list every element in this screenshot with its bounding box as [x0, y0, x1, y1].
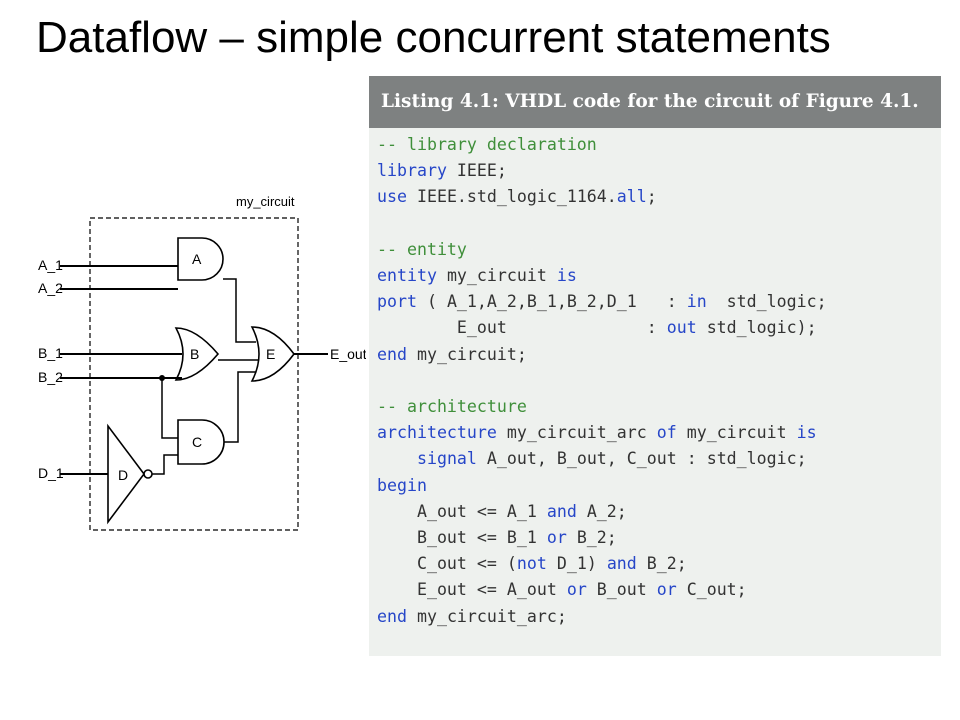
code-text: E_out : — [377, 318, 667, 338]
code-text — [377, 449, 417, 468]
code-keyword: architecture — [377, 423, 497, 443]
code-text: my_circuit — [436, 266, 557, 286]
code-line: begin — [377, 473, 941, 499]
not-d-bubble — [143, 469, 153, 479]
code-keyword: and — [606, 554, 637, 574]
code-text: D_1) — [546, 554, 607, 574]
code-text: A_2; — [576, 501, 627, 521]
code-text: my_circuit_arc; — [406, 606, 567, 626]
code-text: my_circuit_arc — [496, 423, 657, 443]
code-text: C_out <= ( — [377, 554, 517, 574]
code-line: ​ — [377, 368, 941, 394]
code-text: IEEE; — [446, 161, 507, 181]
code-text: B_out <= B_1 — [377, 528, 547, 548]
code-line: ​ — [377, 211, 941, 237]
code-keyword: or — [656, 580, 677, 600]
wire-c-out — [224, 371, 256, 443]
wire-not-to-c — [152, 454, 178, 475]
code-line: entity my_circuit is — [377, 263, 941, 289]
circuit-boundary — [89, 217, 299, 531]
label-d1: D_1 — [38, 465, 64, 481]
circuit-diagram: my_circuit A_1 A_2 B_1 B_2 D_1 E_out A B… — [30, 180, 367, 540]
code-line: B_out <= B_1 or B_2; — [377, 525, 941, 551]
code-line: A_out <= A_1 and A_2; — [377, 499, 941, 525]
gate-b-shape — [174, 327, 220, 381]
code-line: library IEEE; — [377, 158, 941, 184]
code-keyword: in — [686, 292, 707, 312]
code-keyword: all — [616, 187, 647, 207]
code-keyword: end — [377, 344, 407, 364]
gate-c-label: C — [192, 434, 202, 450]
code-text: B_2; — [566, 528, 617, 548]
code-keyword: entity — [377, 266, 437, 286]
wire-a-out — [223, 278, 256, 343]
code-line: signal A_out, B_out, C_out : std_logic; — [377, 446, 941, 472]
gate-b-label: B — [190, 346, 199, 362]
code-keyword: signal — [416, 449, 477, 469]
code-keyword: end — [377, 606, 407, 626]
junction-b2 — [159, 375, 165, 381]
code-keyword: not — [516, 554, 547, 574]
code-line: C_out <= (not D_1) and B_2; — [377, 551, 941, 577]
code-keyword: begin — [377, 475, 427, 495]
code-comment: -- entity — [377, 239, 467, 259]
gate-d-label: D — [118, 467, 128, 483]
gate-a-shape — [177, 237, 224, 281]
code-text: A_out <= A_1 — [377, 501, 547, 521]
code-text: E_out <= A_out — [377, 580, 567, 600]
code-keyword: or — [546, 528, 567, 548]
code-text: ( A_1,A_2,B_1,B_2,D_1 : — [416, 292, 687, 312]
label-my-circuit: my_circuit — [236, 194, 295, 209]
code-text: IEEE.std_logic_1164. — [406, 187, 617, 207]
code-line: end my_circuit; — [377, 342, 941, 368]
listing-header: Listing 4.1: VHDL code for the circuit o… — [369, 76, 941, 128]
code-keyword: of — [656, 423, 677, 443]
code-line: end my_circuit_arc; — [377, 604, 941, 630]
code-keyword: port — [377, 292, 417, 312]
code-line: E_out <= A_out or B_out or C_out; — [377, 577, 941, 603]
code-comment: -- architecture — [377, 397, 527, 417]
code-line: -- architecture — [377, 394, 941, 420]
code-line: E_out : out std_logic); — [377, 315, 941, 341]
code-keyword: and — [546, 501, 577, 521]
code-keyword: or — [566, 580, 587, 600]
code-text: C_out; — [676, 580, 747, 600]
label-a1: A_1 — [38, 257, 63, 273]
code-keyword: is — [556, 266, 577, 286]
code-line: architecture my_circuit_arc of my_circui… — [377, 420, 941, 446]
code-text: my_circuit; — [406, 344, 527, 364]
code-text: A_out, B_out, C_out : std_logic; — [476, 449, 807, 469]
gate-e-shape — [250, 326, 295, 382]
slide-title: Dataflow – simple concurrent statements — [36, 13, 831, 62]
label-b2: B_2 — [38, 369, 63, 385]
code-text: B_out — [586, 580, 657, 600]
circuit-schematic: my_circuit A_1 A_2 B_1 B_2 D_1 E_out A B… — [38, 194, 367, 531]
code-text: std_logic); — [696, 318, 817, 338]
wire-b2-to-c — [161, 378, 178, 439]
code-listing: Listing 4.1: VHDL code for the circuit o… — [369, 76, 941, 656]
gate-a-label: A — [192, 251, 202, 267]
code-line: port ( A_1,A_2,B_1,B_2,D_1 : in std_logi… — [377, 289, 941, 315]
label-e-out: E_out — [330, 346, 366, 362]
code-line: -- entity — [377, 237, 941, 263]
gate-c-shape — [177, 419, 225, 465]
code-keyword: library — [377, 161, 447, 181]
code-line: -- library declaration — [377, 132, 941, 158]
label-a2: A_2 — [38, 280, 63, 296]
code-comment: -- library declaration — [377, 135, 597, 154]
code-text: std_logic; — [706, 292, 827, 312]
code-line: use IEEE.std_logic_1164.all; — [377, 184, 941, 210]
code-text: ; — [646, 187, 657, 207]
code-keyword: out — [666, 318, 697, 338]
code-text: B_2; — [636, 554, 687, 574]
gate-e-label: E — [266, 346, 275, 362]
code-text: my_circuit — [676, 423, 797, 443]
code-keyword: is — [796, 423, 817, 443]
label-b1: B_1 — [38, 345, 63, 361]
code-keyword: use — [377, 187, 407, 207]
